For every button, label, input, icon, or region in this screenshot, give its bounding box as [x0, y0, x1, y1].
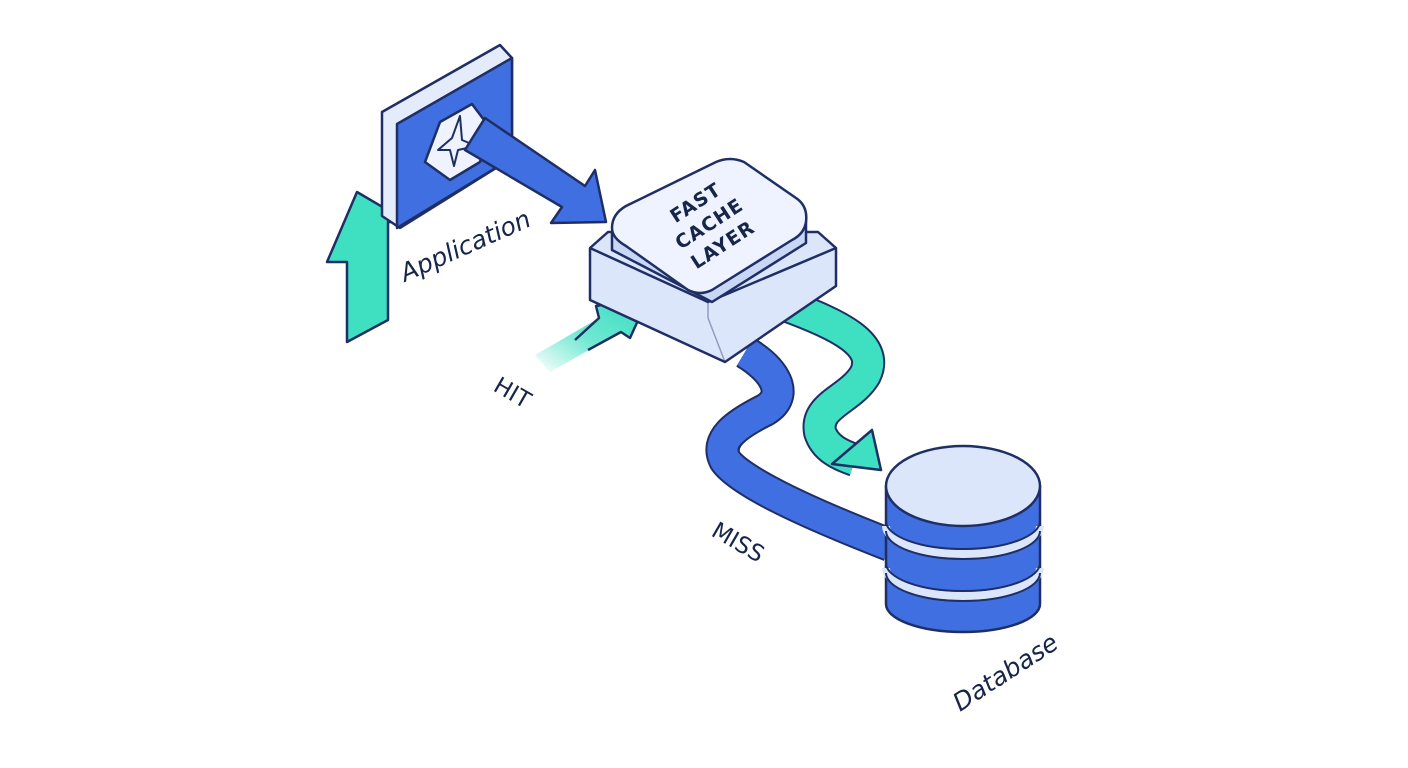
hit-label: HIT: [489, 373, 536, 415]
app-logo-icon: [423, 102, 492, 182]
database-label: Database: [947, 628, 1063, 717]
miss-label: MISS: [707, 518, 768, 568]
cache-layer-node: FAST CACHE LAYER: [588, 157, 838, 364]
cache-to-db-arrow: [779, 289, 886, 477]
database-icon: [882, 444, 1044, 634]
miss-flow-arrow: [705, 337, 897, 561]
application-node: [380, 43, 514, 230]
request-arrow: [463, 116, 608, 225]
